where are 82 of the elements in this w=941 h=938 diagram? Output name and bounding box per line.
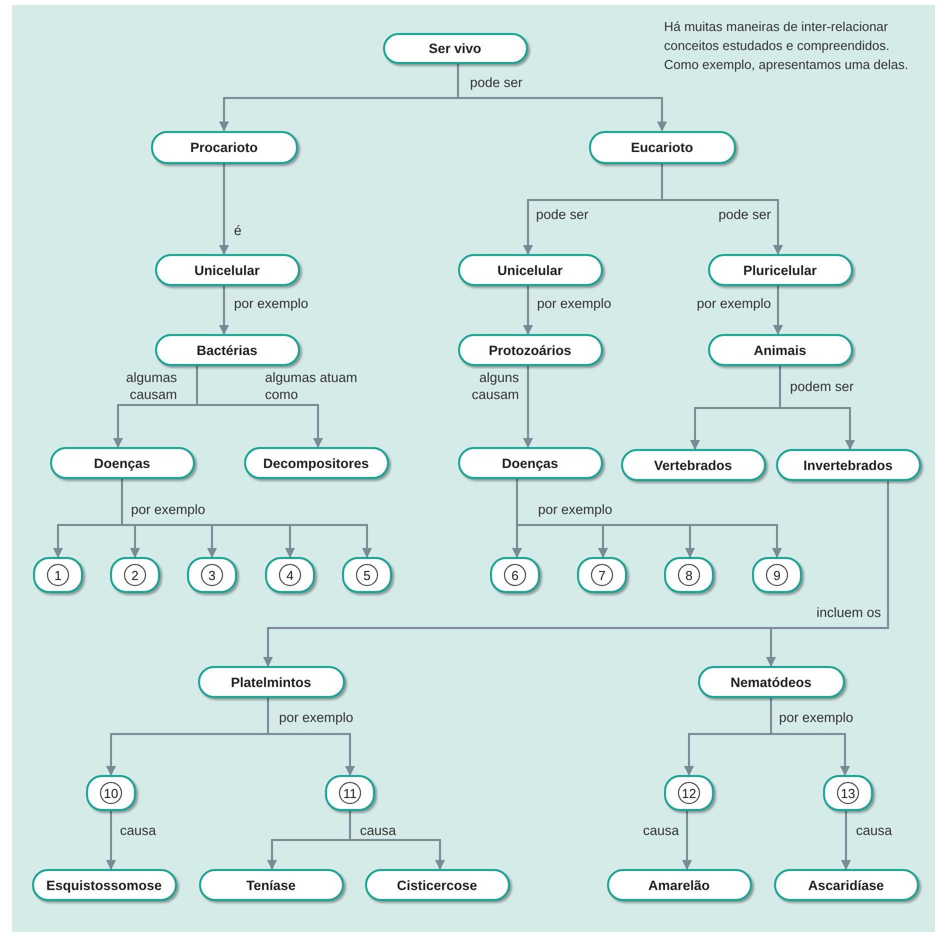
circled-number: 4 <box>279 564 301 586</box>
concept-box <box>50 447 194 479</box>
concept-label: Doenças <box>502 456 558 470</box>
concept-box <box>154 334 300 366</box>
circled-number: 7 <box>591 564 613 586</box>
circled-number: 12 <box>678 782 700 804</box>
arrow <box>841 811 851 870</box>
arrow <box>219 164 229 255</box>
concept-box <box>776 449 920 481</box>
edge-label: por exemplo <box>696 295 772 312</box>
arrow <box>523 366 533 448</box>
concept-box <box>458 254 602 286</box>
concept-label: Decompositores <box>263 456 369 470</box>
circled-number: 8 <box>678 564 700 586</box>
edge-label: pode ser <box>717 206 772 223</box>
concept-box <box>32 869 176 901</box>
arrow <box>121 479 372 558</box>
concept-box <box>588 130 736 164</box>
arrow <box>219 286 229 335</box>
circled-number: 3 <box>201 564 223 586</box>
concept-label: Nematódeos <box>730 674 812 690</box>
concept-label: Cisticercose <box>396 878 478 892</box>
concept-box <box>154 254 300 286</box>
concept-box <box>244 447 388 479</box>
concept-label: Animais <box>754 342 806 358</box>
concept-box <box>364 869 510 901</box>
concept-box <box>150 130 298 164</box>
concept-label: Procarioto <box>190 140 258 154</box>
concept-box <box>458 334 602 366</box>
concept-box <box>708 254 852 286</box>
arrow <box>516 479 782 558</box>
edge-label: por exemplo <box>278 709 354 726</box>
circled-number: 10 <box>100 782 122 804</box>
circled-number: 5 <box>356 564 378 586</box>
concept-box <box>708 334 852 366</box>
edge-label: por exemplo <box>536 295 612 312</box>
arrow <box>457 64 667 132</box>
edge-label: por exemplo <box>233 295 310 312</box>
concept-box <box>382 32 528 64</box>
arrow <box>106 811 116 870</box>
circled-number: 9 <box>766 564 788 586</box>
arrow <box>766 481 889 667</box>
concept-label: Bactérias <box>196 342 258 358</box>
arrow <box>523 286 533 335</box>
note-text: Há muitas maneiras de inter-relacionar conceitos estudados e compreendidos. Como exemplo, apresentamos uma delas. <box>664 18 910 74</box>
concept-box <box>198 869 344 901</box>
arrow <box>661 164 783 255</box>
concept-label: Amarelão <box>648 878 710 892</box>
concept-label: Doenças <box>94 456 150 470</box>
edge-label: por exemplo <box>778 709 854 726</box>
concept-label: Esquistossomose <box>46 878 162 892</box>
edge-label: por exemplo <box>130 501 206 518</box>
concept-box <box>198 666 344 698</box>
edge-label: podem ser <box>789 378 855 395</box>
concept-label: Eucarioto <box>630 140 694 154</box>
arrow <box>779 366 855 450</box>
edge-label: por exemplo <box>537 501 614 518</box>
circled-number: 11 <box>339 782 361 804</box>
concept-label: Vertebrados <box>654 458 732 472</box>
concept-box <box>698 666 844 698</box>
concept-label: Ser vivo <box>428 40 482 56</box>
concept-box <box>620 449 766 481</box>
arrow <box>773 286 783 335</box>
concept-box <box>774 869 918 901</box>
edge-label: pode ser <box>535 206 590 223</box>
arrow <box>196 366 323 448</box>
concept-label: Unicelular <box>497 262 563 278</box>
concept-label: Unicelular <box>194 262 260 278</box>
concept-label: Pluricelular <box>743 262 817 278</box>
circled-number: 1 <box>47 564 69 586</box>
concept-label: Ascaridíase <box>808 878 884 892</box>
concept-label: Protozoários <box>488 342 572 358</box>
concept-label: Invertebrados <box>803 458 893 472</box>
arrow <box>682 811 692 870</box>
circled-number: 6 <box>504 564 526 586</box>
concept-label: Teníase <box>246 878 296 892</box>
edge-label: pode ser <box>469 74 524 91</box>
concept-label: Platelmintos <box>230 674 312 690</box>
concept-box <box>458 447 602 479</box>
circled-number: 13 <box>837 782 859 804</box>
concept-box <box>606 869 752 901</box>
circled-number: 2 <box>124 564 146 586</box>
